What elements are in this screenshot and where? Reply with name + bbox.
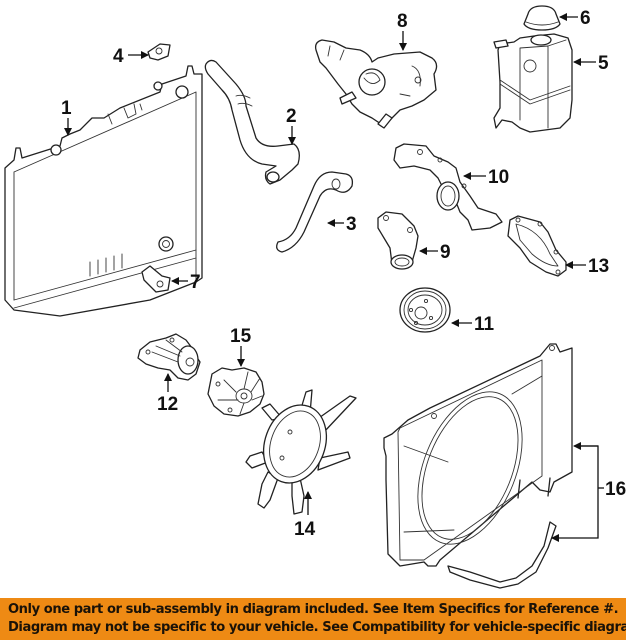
gasket-part[interactable]: [507, 215, 567, 277]
callout-5: 5: [598, 53, 609, 74]
callout-2: 2: [286, 106, 297, 127]
callout-14: 14: [294, 519, 316, 540]
disclaimer-line-1: Only one part or sub-assembly in diagram…: [8, 602, 619, 617]
reservoir-part[interactable]: [493, 33, 573, 133]
thermostat-housing-part[interactable]: [314, 39, 438, 129]
seal-part[interactable]: [147, 43, 171, 61]
callout-13: 13: [588, 256, 609, 277]
callout-3: 3: [346, 214, 357, 235]
callout-9: 9: [440, 242, 451, 263]
callout-15: 15: [230, 326, 252, 347]
radiator-part[interactable]: [4, 65, 203, 317]
water-pump-part[interactable]: [137, 333, 201, 381]
upper-hose-part[interactable]: [204, 59, 300, 185]
callout-12: 12: [157, 394, 178, 415]
disclaimer-line-2: Diagram may not be specific to your vehi…: [8, 620, 626, 635]
fan-clutch-part[interactable]: [207, 367, 265, 417]
callout-16: 16: [605, 479, 626, 500]
callout-4: 4: [113, 46, 124, 67]
drain-plug-part[interactable]: [141, 265, 171, 293]
parts-diagram: 1 4 7 2 3 8 6: [4, 5, 626, 589]
pulley-part[interactable]: [399, 287, 451, 333]
lower-hose-part[interactable]: [276, 171, 354, 253]
fan-blade-part[interactable]: [245, 389, 357, 515]
water-outlet-part[interactable]: [377, 211, 419, 270]
disclaimer-banner: Only one part or sub-assembly in diagram…: [0, 598, 626, 640]
callout-1: 1: [61, 98, 72, 119]
water-inlet-pipe-part[interactable]: [393, 143, 503, 231]
callout-8: 8: [397, 11, 408, 32]
callout-6: 6: [580, 8, 591, 29]
callout-11: 11: [474, 314, 495, 335]
callout-7: 7: [190, 272, 201, 293]
fan-shroud-seal-part[interactable]: [447, 521, 557, 589]
fan-shroud-part[interactable]: [383, 343, 573, 567]
callout-10: 10: [488, 167, 509, 188]
reservoir-cap-part[interactable]: [523, 5, 561, 31]
